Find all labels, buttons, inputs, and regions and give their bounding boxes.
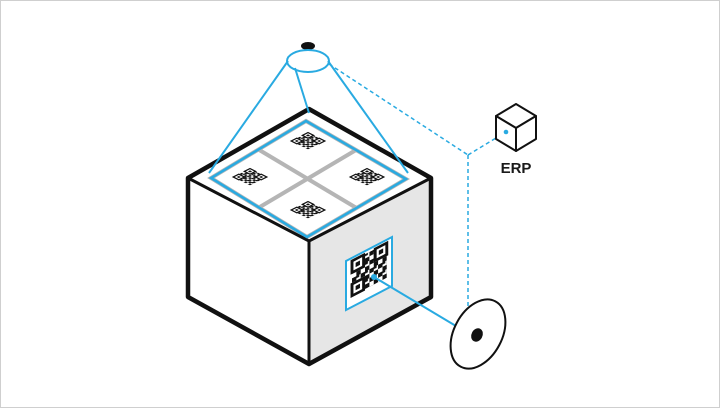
- box-outline: [185, 106, 434, 367]
- data-link-lines: [328, 63, 497, 321]
- scan-cone: [208, 60, 409, 239]
- erp-cube-icon: [495, 103, 537, 152]
- package-box: [185, 106, 434, 367]
- erp-label: ERP: [501, 160, 532, 177]
- ceiling-camera-icon: [286, 42, 330, 73]
- side-qr-label: [345, 235, 393, 312]
- box-left-face: [188, 178, 309, 364]
- side-camera-icon: [449, 298, 507, 370]
